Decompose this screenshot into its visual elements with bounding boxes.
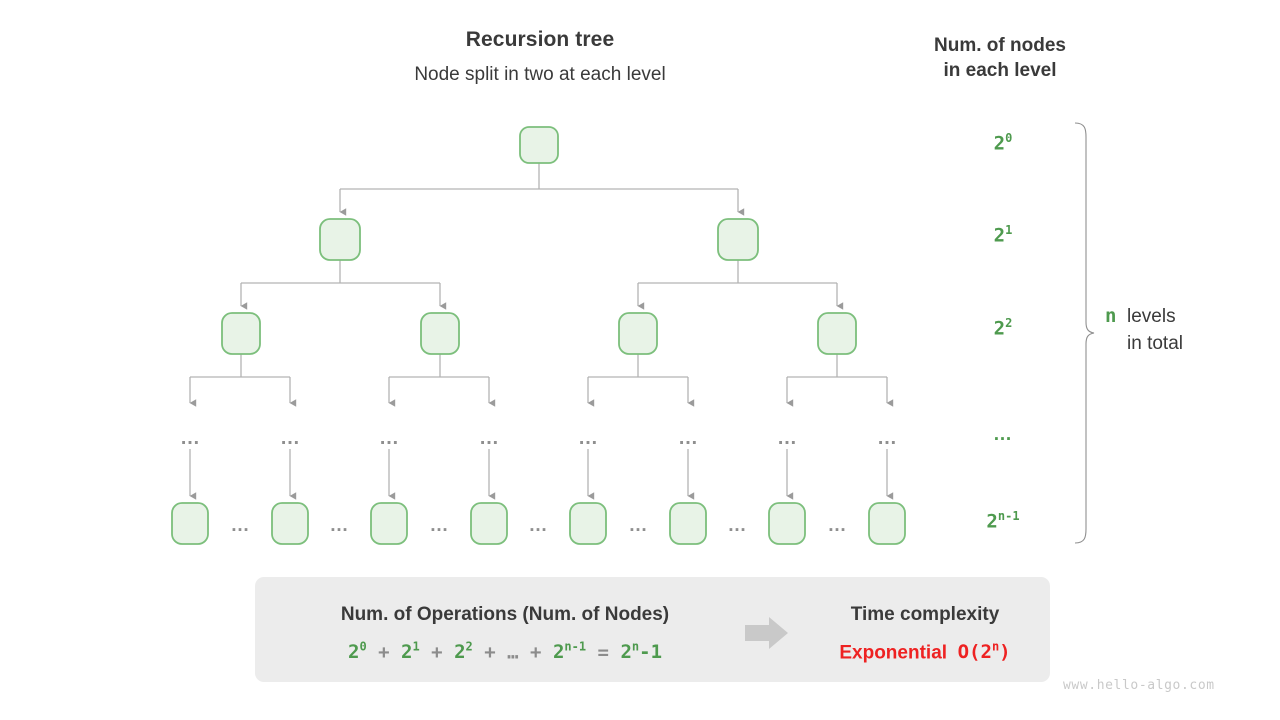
formula-ellipsis: …	[507, 641, 519, 664]
tree-ellipsis: …	[877, 427, 897, 449]
formula-term-1-exp: 0	[359, 640, 367, 654]
formula-term-1-base: 2	[347, 641, 360, 664]
level-count-1-exp: 1	[1005, 223, 1013, 237]
level-count-0-exp: 0	[1005, 131, 1013, 145]
complexity-big-o: O(2n)	[957, 640, 1011, 664]
leaf-dots: …	[529, 515, 548, 536]
level-count-ellipsis: …	[993, 424, 1013, 445]
formula-term-2-base: 2	[401, 641, 413, 664]
node-count-title-line2: in each level	[943, 60, 1057, 81]
tree-node	[271, 502, 309, 545]
level-count-2-exp: 2	[1005, 316, 1013, 330]
tree-ellipsis: …	[479, 427, 499, 449]
formula-result-tail: -1	[639, 641, 663, 664]
tree-title: Recursion tree	[465, 28, 615, 51]
tree-node	[171, 502, 209, 545]
leaf-dots: …	[231, 515, 250, 536]
tree-node	[221, 312, 261, 355]
level-count-1: 21	[943, 223, 1063, 246]
tree-node	[669, 502, 707, 545]
operations-formula: 20 + 21 + 22 + … + 2n-1 = 2n-1	[255, 640, 755, 663]
operations-title: Num. of Operations (Num. of Nodes)	[340, 604, 670, 625]
tree-ellipsis: …	[180, 427, 200, 449]
level-count-0: 20	[943, 131, 1063, 154]
complexity-big-o-tail: )	[999, 641, 1011, 664]
level-count-last-exp: n-1	[997, 509, 1020, 523]
right-arrow-icon	[745, 617, 788, 649]
complexity-big-o-head: O(2	[957, 641, 992, 664]
tree-node	[569, 502, 607, 545]
formula-result-exp: n	[631, 640, 640, 654]
level-count-last: 2n-1	[943, 509, 1063, 532]
leaf-dots: …	[430, 515, 449, 536]
tree-node	[370, 502, 408, 545]
leaf-dots: …	[828, 515, 847, 536]
formula-term-3-exp: 2	[465, 640, 473, 654]
leaf-dots: …	[728, 515, 747, 536]
formula-result: 2n-1	[620, 640, 663, 664]
formula-result-base: 2	[620, 641, 632, 664]
tree-node	[319, 218, 361, 261]
levels-total-n: n	[1105, 305, 1117, 327]
level-count-1-base: 2	[993, 224, 1006, 247]
formula-term-3-base: 2	[454, 641, 466, 664]
time-complexity-value: Exponential O(2n)	[800, 640, 1050, 664]
formula-term-2: 21	[401, 640, 420, 664]
tree-node	[519, 126, 559, 164]
leaf-dots: …	[330, 515, 349, 536]
tree-ellipsis: …	[678, 427, 698, 449]
tree-ellipsis-row: … … … … … … … …	[180, 427, 897, 449]
formula-term-4: 2n-1	[552, 640, 587, 664]
complexity-big-o-exp: n	[991, 640, 1000, 654]
levels-total-label: n levels in total	[1105, 303, 1265, 357]
tree-ellipsis: …	[578, 427, 598, 449]
leaf-separator-dots: … … … … … … …	[231, 515, 847, 536]
formula-term-2-exp: 1	[412, 640, 420, 654]
formula-term-1: 20	[347, 640, 367, 664]
tree-node	[618, 312, 658, 355]
level-count-2-base: 2	[993, 317, 1006, 340]
tree-nodes	[171, 126, 906, 545]
levels-brace	[1074, 122, 1095, 544]
levels-total-line2: in total	[1127, 333, 1183, 354]
summary-panel	[255, 577, 1050, 682]
formula-plus-3: +	[484, 641, 496, 664]
node-count-title-line1: Num. of nodes	[934, 35, 1066, 56]
levels-total-word: levels	[1127, 306, 1176, 327]
level-count-0-base: 2	[993, 132, 1006, 155]
tree-node	[717, 218, 759, 261]
tree-node	[817, 312, 857, 355]
time-complexity-title: Time complexity	[850, 604, 1000, 625]
tree-node	[868, 502, 906, 545]
level-count-last-base: 2	[986, 510, 998, 533]
formula-term-4-exp: n-1	[564, 640, 587, 654]
tree-ellipsis: …	[379, 427, 399, 449]
formula-equals: =	[597, 641, 609, 664]
formula-plus-4: +	[530, 641, 542, 664]
complexity-word: Exponential	[839, 642, 948, 664]
tree-node	[768, 502, 806, 545]
watermark: www.hello-algo.com	[1063, 678, 1215, 693]
formula-term-3: 22	[454, 640, 473, 664]
tree-node	[470, 502, 508, 545]
tree-node	[420, 312, 460, 355]
tree-edges	[189, 163, 894, 500]
formula-term-4-base: 2	[552, 641, 565, 664]
tree-ellipsis: …	[777, 427, 797, 449]
formula-plus-1: +	[378, 641, 390, 664]
node-count-title: Num. of nodes in each level	[880, 33, 1120, 83]
tree-ellipsis: …	[280, 427, 300, 449]
level-count-2: 22	[943, 316, 1063, 339]
leaf-dots: …	[629, 515, 648, 536]
tree-subtitle: Node split in two at each level	[414, 64, 666, 85]
formula-plus-2: +	[431, 641, 443, 664]
